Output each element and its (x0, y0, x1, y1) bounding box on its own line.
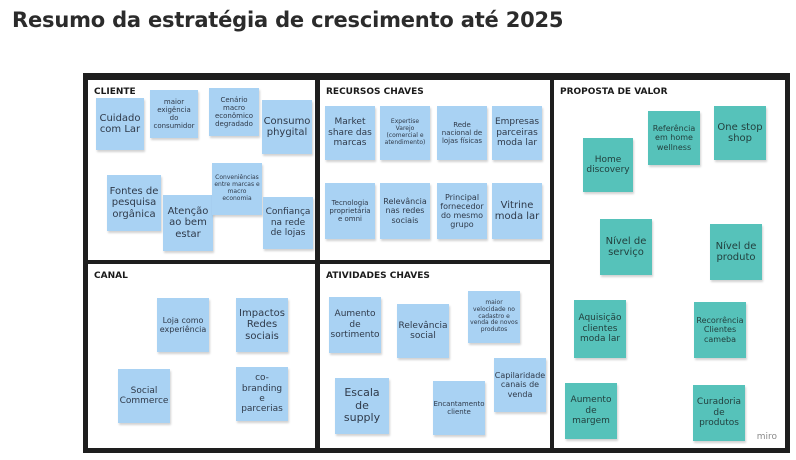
panel-title-atividades: ATIVIDADES CHAVES (326, 271, 430, 281)
sticky-note[interactable]: Expertise Varejo (comercial e atendiment… (380, 106, 430, 160)
sticky-note[interactable]: Confiança na rede de lojas (263, 197, 313, 249)
sticky-note[interactable]: Empresas parceiras moda lar (492, 106, 542, 160)
sticky-note[interactable]: Cenário macro econômico degradado (209, 88, 259, 136)
sticky-note[interactable]: maior exigência do consumidor (150, 90, 198, 138)
sticky-note[interactable]: One stop shop (714, 106, 766, 160)
sticky-note[interactable]: co-branding e parcerias (236, 367, 288, 421)
sticky-note[interactable]: Consumo phygital (262, 100, 312, 154)
sticky-note[interactable]: Tecnologia proprietária e omni (325, 183, 375, 239)
sticky-note[interactable]: Aumento de sortimento (329, 297, 381, 353)
panel-title-recursos: RECURSOS CHAVES (326, 87, 424, 97)
miro-watermark: miro (756, 432, 777, 442)
page-title: Resumo da estratégia de crescimento até … (12, 8, 564, 32)
sticky-note[interactable]: Impactos Redes sociais (236, 298, 288, 352)
sticky-note[interactable]: Cuidado com Lar (96, 98, 144, 150)
panel-title-canal: CANAL (94, 271, 128, 281)
strategy-board: CLIENTE Cuidado com Lar maior exigência … (83, 73, 790, 453)
sticky-note[interactable]: Nível de produto (710, 224, 762, 280)
sticky-note[interactable]: Encantamento cliente (433, 381, 485, 435)
panel-recursos-chaves: RECURSOS CHAVES Market share das marcas … (320, 80, 550, 260)
sticky-note[interactable]: Home discovery (583, 138, 633, 192)
sticky-note[interactable]: Market share das marcas (325, 106, 375, 160)
sticky-note[interactable]: Aquisição clientes moda lar (574, 300, 626, 358)
sticky-note[interactable]: Recorrência Clientes cameba (694, 302, 746, 358)
sticky-note[interactable]: Relevância nas redes sociais (380, 183, 430, 239)
sticky-note[interactable]: Escala de supply (335, 378, 389, 434)
sticky-note[interactable]: Social Commerce (118, 369, 170, 423)
panel-title-cliente: CLIENTE (94, 87, 136, 97)
sticky-note[interactable]: Nível de serviço (600, 219, 652, 275)
sticky-note[interactable]: Aumento de margem (565, 383, 617, 439)
sticky-note[interactable]: Relevância social (397, 304, 449, 358)
sticky-note[interactable]: Capilaridade canais de venda (494, 358, 546, 412)
sticky-note[interactable]: Curadoria de produtos (693, 385, 745, 441)
panel-proposta-de-valor: PROPOSTA DE VALOR Home discovery Referên… (554, 80, 785, 448)
panel-atividades-chaves: ATIVIDADES CHAVES Aumento de sortimento … (320, 264, 550, 448)
sticky-note[interactable]: Conveniências entre marcas e macro econo… (212, 163, 262, 215)
panel-title-proposta: PROPOSTA DE VALOR (560, 87, 668, 97)
sticky-note[interactable]: Rede nacional de lojas físicas (437, 106, 487, 160)
sticky-note[interactable]: Vitrine moda lar (492, 183, 542, 239)
sticky-note[interactable]: Loja como experiência (157, 298, 209, 352)
sticky-note[interactable]: Referência em home wellness (648, 111, 700, 165)
panel-canal: CANAL Loja como experiência Impactos Red… (88, 264, 315, 448)
panel-cliente: CLIENTE Cuidado com Lar maior exigência … (88, 80, 315, 260)
sticky-note[interactable]: Atenção ao bem estar (163, 195, 213, 251)
sticky-note[interactable]: maior velocidade no cadastro e venda de … (468, 291, 520, 343)
sticky-note[interactable]: Principal fornecedor do mesmo grupo (437, 183, 487, 239)
sticky-note[interactable]: Fontes de pesquisa orgânica (107, 175, 161, 231)
